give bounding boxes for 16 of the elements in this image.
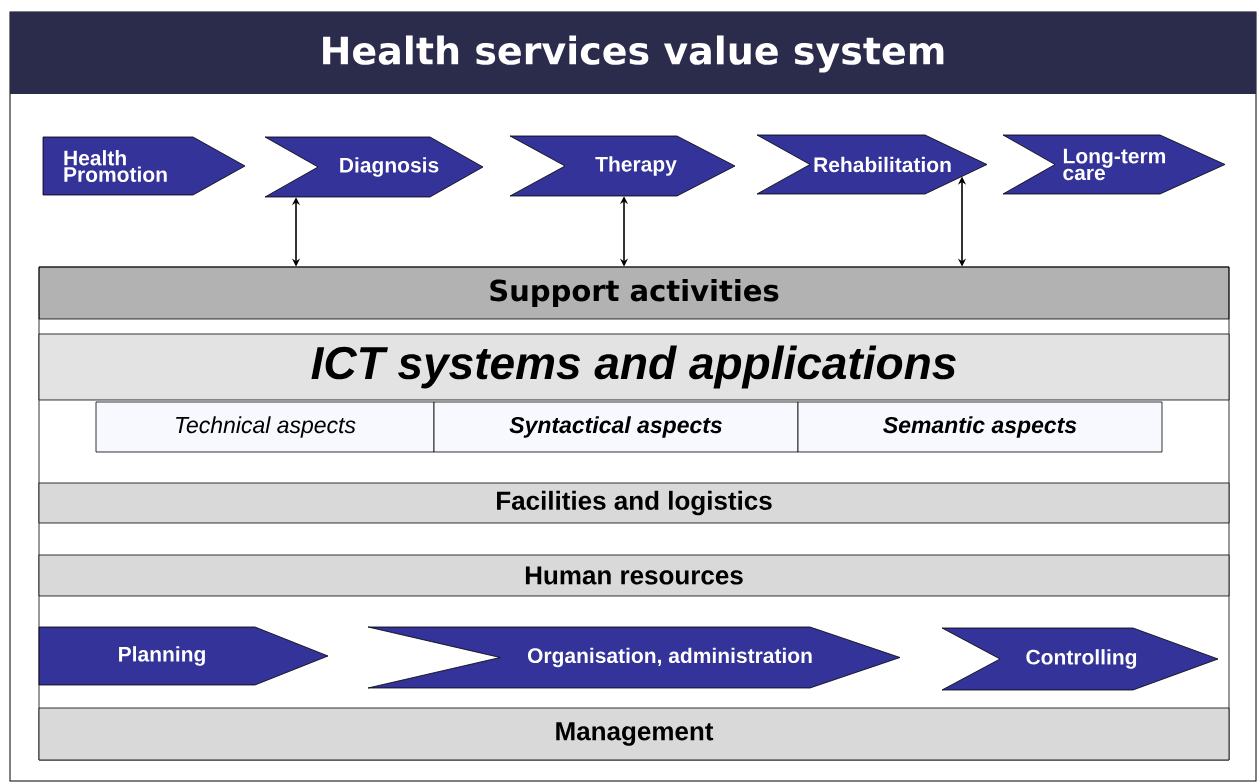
aspect-cell: Technical aspects bbox=[95, 401, 435, 453]
ict-band: ICT systems and applications bbox=[38, 333, 1230, 401]
title-banner: Health services value system bbox=[10, 12, 1256, 94]
process-step: Organisation, administration bbox=[367, 626, 901, 689]
process-step: Therapy bbox=[509, 135, 736, 197]
activity-band: Human resources bbox=[38, 554, 1230, 597]
process-step: Health Promotion bbox=[42, 136, 246, 196]
aspect-cell: Syntactical aspects bbox=[433, 401, 799, 453]
process-step: Controlling bbox=[941, 627, 1219, 691]
process-step: Rehabilitation bbox=[756, 134, 988, 195]
activity-band: Facilities and logistics bbox=[38, 482, 1230, 524]
activity-band: Management bbox=[38, 707, 1230, 761]
process-step: Planning bbox=[38, 626, 329, 686]
process-step: Long-term care bbox=[1002, 134, 1226, 195]
process-step: Diagnosis bbox=[264, 136, 484, 198]
aspect-cell: Semantic aspects bbox=[797, 401, 1163, 453]
